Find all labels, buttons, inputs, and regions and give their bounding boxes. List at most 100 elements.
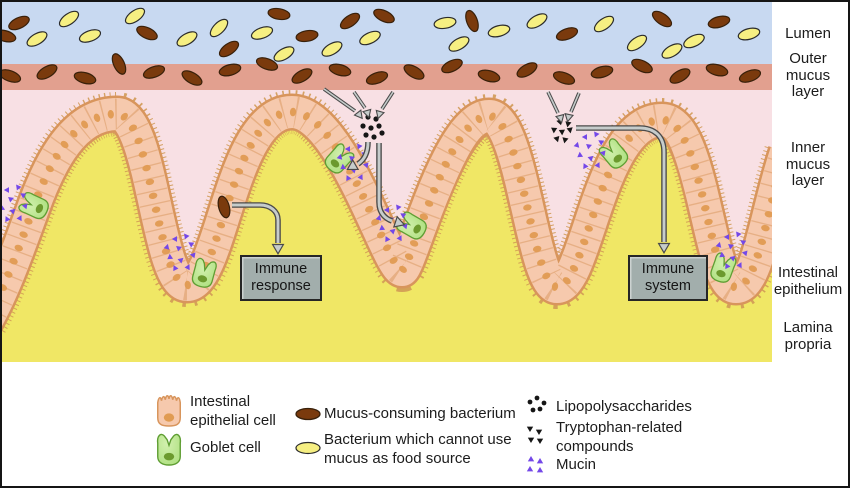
cell-nucleus — [694, 177, 703, 184]
mucin — [577, 151, 584, 158]
tryptophan-compound — [566, 127, 573, 134]
mucin — [173, 265, 179, 272]
mucus-consuming-bacterium — [255, 57, 279, 71]
cell-nucleus — [519, 190, 529, 197]
cell-nucleus — [107, 110, 114, 119]
non-mucus-bacterium — [359, 30, 381, 46]
mucin — [573, 141, 580, 148]
cell-nucleus — [275, 110, 283, 119]
arrowhead — [392, 215, 406, 228]
arrowhead — [564, 112, 575, 123]
non-mucus-bacterium — [209, 18, 229, 38]
cell-nucleus — [207, 248, 216, 256]
cell-nucleus — [542, 272, 551, 280]
cell-nucleus — [376, 231, 386, 239]
mucus-consuming-bacterium — [738, 69, 762, 83]
cell-nucleus — [352, 180, 361, 187]
cell-nucleus — [498, 122, 507, 130]
cell-nucleus — [516, 176, 526, 184]
cell-nucleus — [625, 134, 633, 142]
cell-nucleus — [603, 171, 613, 179]
mucin — [594, 131, 600, 138]
diagram-canvas — [2, 2, 772, 362]
arrowhead — [361, 108, 372, 119]
arrowhead — [554, 113, 565, 124]
mucin — [189, 252, 196, 259]
cell-nucleus — [371, 218, 380, 226]
arrowhead — [375, 109, 386, 120]
mucus-consuming-bacterium — [2, 69, 22, 83]
label-lumen: Lumen — [785, 25, 831, 42]
mucus-consuming-bacterium — [403, 64, 425, 80]
mucus-consuming-bacterium — [2, 29, 17, 43]
cell-nucleus — [39, 178, 48, 185]
lipopolysaccharide — [360, 123, 366, 129]
mucus-consuming-bacterium — [465, 9, 479, 33]
cell-nucleus — [142, 164, 151, 172]
cell-nucleus — [365, 205, 374, 213]
cell-nucleus — [14, 244, 23, 252]
cell-nucleus — [184, 280, 191, 290]
label-outer-mucus-layer: Outer mucus layer — [785, 50, 831, 100]
mucus-consuming-bacterium — [365, 71, 389, 85]
mucin — [741, 250, 748, 257]
cell-nucleus — [475, 114, 483, 124]
mucus-consuming-bacterium — [291, 68, 313, 84]
lipopolysaccharide — [376, 123, 382, 129]
mucin — [346, 175, 352, 182]
cell-nucleus — [134, 137, 143, 145]
mucus-consuming-bacterium — [218, 63, 242, 77]
mucin — [16, 215, 22, 222]
cell-nucleus — [551, 282, 559, 291]
goblet-cell-icon — [156, 433, 182, 466]
cell-nucleus — [225, 194, 234, 202]
cell-nucleus — [697, 191, 707, 198]
cell-nucleus — [4, 271, 13, 278]
cell-nucleus — [526, 218, 535, 225]
mucin — [594, 162, 600, 169]
arrowhead — [353, 109, 363, 120]
mucus-consuming-bacterium — [136, 25, 158, 41]
cell-nucleus — [742, 277, 750, 285]
mucin — [344, 146, 350, 152]
mucus-consuming-bacterium — [516, 62, 538, 78]
cell-nucleus — [419, 213, 429, 220]
mucin — [163, 243, 170, 250]
mucus-consuming-bacterium — [142, 65, 166, 79]
cell-nucleus — [569, 265, 579, 272]
non-mucus-bacterium — [593, 15, 615, 33]
mucin — [396, 235, 402, 242]
cell-nucleus — [575, 251, 584, 259]
label-intestinal-epithelium: Intestinal epithelium — [773, 264, 843, 298]
non-mucus-bacterium — [78, 29, 102, 43]
mucin — [400, 213, 407, 219]
cell-nucleus — [24, 218, 33, 225]
mucus-consuming-bacterium — [8, 15, 30, 31]
tryptophan-compound — [553, 135, 560, 143]
mucus-consuming-bacterium — [36, 64, 58, 80]
cell-nucleus — [19, 231, 28, 238]
tryptophan-compound — [558, 129, 565, 136]
legend-item-goblet-cell: Goblet cell — [190, 439, 261, 456]
cell-nucleus — [359, 193, 368, 200]
non-mucus-bacterium — [58, 10, 80, 28]
legend-item-tryptophan-compounds: Tryptophan-related compounds — [556, 419, 683, 455]
cell-nucleus — [430, 186, 439, 194]
mucin — [729, 255, 736, 262]
cell-nucleus — [455, 135, 464, 144]
mucin — [176, 246, 182, 252]
mucin — [184, 264, 190, 271]
non-mucus-bacterium — [273, 46, 295, 62]
mucin — [587, 155, 594, 162]
cell-nucleus — [145, 178, 155, 186]
immune-response-box: Immune response — [240, 255, 322, 301]
mucin — [2, 204, 6, 211]
cell-nucleus — [302, 112, 310, 121]
mucin — [9, 208, 16, 215]
cell-nucleus — [212, 235, 221, 242]
cell-nucleus — [154, 220, 164, 227]
mucin — [177, 257, 184, 264]
non-mucus-bacterium — [124, 7, 146, 25]
cell-nucleus — [70, 129, 78, 138]
cell-nucleus — [730, 282, 738, 291]
